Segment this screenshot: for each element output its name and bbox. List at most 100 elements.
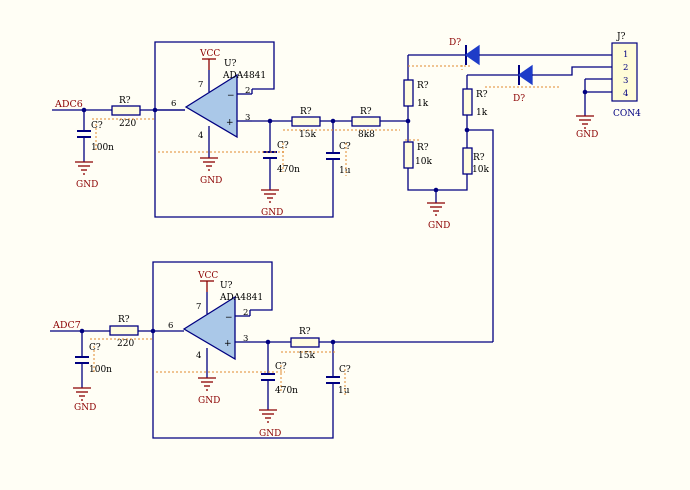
- capacitor-c-in-top[interactable]: C? 100n: [77, 110, 114, 162]
- schematic-label: 7: [196, 302, 201, 312]
- vcc-symbol: VCC: [199, 49, 220, 70]
- schematic-label: U?: [224, 59, 237, 69]
- schematic-label: R?: [476, 90, 488, 100]
- schematic-label: GND: [76, 180, 98, 190]
- schematic-label: VCC: [199, 49, 220, 59]
- schematic-label: 6: [168, 321, 173, 331]
- capacitor-c-1u-bot[interactable]: C? 1u: [326, 342, 351, 396]
- schematic-label: R?: [118, 315, 130, 325]
- ground-symbol: GND: [259, 409, 281, 439]
- connector-j[interactable]: 1 2 3 4 J? CON4: [611, 32, 641, 119]
- schematic-label: 10k: [472, 165, 489, 175]
- schematic-label: GND: [198, 396, 220, 406]
- resistor-r-1k-a[interactable]: R? 1k: [403, 79, 429, 109]
- schematic-label: GND: [74, 403, 96, 413]
- schematic-label: R?: [360, 107, 372, 117]
- schematic-label: 15k: [298, 351, 315, 361]
- resistor-r-10k-a[interactable]: R? 10k: [403, 141, 432, 169]
- net-label-adc7: ADC7: [52, 320, 81, 331]
- schematic-label: 4: [196, 351, 201, 361]
- schematic-label: U?: [220, 281, 233, 291]
- schematic-label: 4: [623, 89, 628, 99]
- wire-segment: [462, 147, 473, 175]
- ground-symbol: GND: [198, 377, 220, 406]
- schematic-label: CON4: [613, 109, 641, 119]
- wire-segment: [152, 331, 334, 439]
- wire: [467, 129, 494, 342]
- schematic-label: −: [225, 313, 233, 323]
- schematic-label: 1k: [476, 108, 488, 118]
- schematic-label: +: [226, 118, 234, 128]
- schematic-label: R?: [119, 96, 131, 106]
- wire-segment: [109, 325, 139, 336]
- wire-segment: [351, 116, 381, 127]
- opamp-top[interactable]: − + 6 2 3 7 4 U? ADA4841: [171, 59, 266, 158]
- schematic-label: 220: [117, 339, 134, 349]
- ground-symbol: GND: [73, 387, 96, 413]
- schematic-label: 1u: [338, 386, 350, 396]
- ground-symbol: GND: [261, 189, 283, 218]
- resistor-r-15k-bot[interactable]: R? 15k: [290, 327, 320, 361]
- wire-segment: [611, 42, 638, 102]
- capacitor-c-470n-top[interactable]: C? 470n: [263, 121, 300, 190]
- schematic-label: 6: [171, 99, 176, 109]
- schematic-label: 470n: [275, 386, 298, 396]
- schematic-label: 3: [623, 76, 628, 86]
- resistor-r-15k-top[interactable]: R? 15k: [291, 107, 321, 140]
- resistor-r-1k-b[interactable]: R? 1k: [462, 88, 488, 118]
- ground-symbol: GND: [200, 157, 222, 186]
- schematic-label: 7: [198, 80, 203, 90]
- wire-segment: [403, 141, 414, 169]
- schematic-label: C?: [89, 343, 101, 353]
- wire-segment: [290, 337, 320, 348]
- diode-d1[interactable]: D?: [449, 38, 480, 66]
- wire-segment: [152, 261, 273, 331]
- wire: [407, 168, 468, 191]
- schematic-label: J?: [616, 32, 626, 42]
- ground-symbol: GND: [576, 115, 598, 140]
- schematic-label: R?: [473, 153, 485, 163]
- opamp-bottom[interactable]: − + 6 2 3 7 4 U? ADA4841: [168, 281, 263, 378]
- capacitor-c-470n-bot[interactable]: C? 470n: [261, 342, 298, 410]
- schematic-label: R?: [299, 327, 311, 337]
- schematic-label: 2: [243, 308, 248, 318]
- resistor-r-in-top[interactable]: R? 220: [111, 96, 141, 129]
- vcc-symbol: VCC: [197, 271, 218, 292]
- schematic-label: ADA4841: [219, 293, 263, 303]
- schematic-label: R?: [417, 143, 429, 153]
- schematic-label: R?: [300, 107, 312, 117]
- resistor-r-8k8[interactable]: R? 8k8: [351, 107, 381, 140]
- diode-d2[interactable]: D?: [513, 64, 533, 104]
- schematic-label: GND: [576, 130, 598, 140]
- wire-segment: [291, 116, 321, 127]
- schematic-label: VCC: [197, 271, 218, 281]
- schematic-label: 1k: [417, 99, 429, 109]
- schematic-label: 15k: [299, 130, 316, 140]
- schematic-label: C?: [339, 142, 351, 152]
- schematic-label: 100n: [91, 143, 114, 153]
- schematic-label: 2: [245, 86, 250, 96]
- wire-segment: [403, 79, 414, 107]
- schematic-label: GND: [428, 221, 450, 231]
- schematic-label: 3: [243, 334, 248, 344]
- schematic-label: −: [227, 91, 235, 101]
- wire: [154, 41, 275, 110]
- resistor-r-10k-b[interactable]: R? 10k: [462, 147, 489, 175]
- schematic-label: 220: [119, 119, 136, 129]
- wire-segment: [532, 66, 612, 76]
- capacitor-c-1u-top[interactable]: C? 1u: [326, 121, 351, 176]
- ground-symbol: GND: [75, 161, 98, 190]
- schematic-label: C?: [277, 141, 289, 151]
- schematic-label: 10k: [415, 157, 432, 167]
- wire-segment: [184, 73, 238, 139]
- schematic-label: C?: [91, 121, 103, 131]
- capacitor-c-in-bot[interactable]: C? 100n: [75, 331, 112, 388]
- resistor-r-in-bot[interactable]: R? 220: [109, 315, 139, 349]
- schematic-label: 2: [623, 63, 628, 73]
- wire: [154, 110, 334, 218]
- schematic-label: R?: [417, 81, 429, 91]
- schematic-label: 3: [245, 113, 250, 123]
- ground-symbol: GND: [427, 202, 450, 231]
- schematic-label: GND: [259, 429, 281, 439]
